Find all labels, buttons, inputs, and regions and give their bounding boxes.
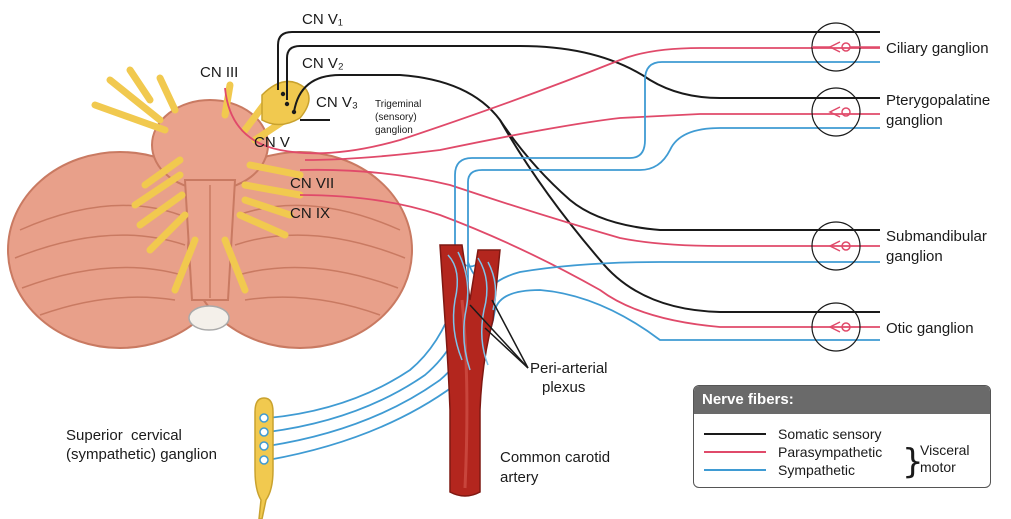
label-common-carotid-1: Common carotid <box>500 449 610 466</box>
label-pterygopalatine-2: ganglion <box>886 112 943 129</box>
legend-item-somatic: Somatic sensory <box>704 426 881 442</box>
superior-cervical-ganglion <box>255 398 273 519</box>
label-peri-arterial-1: Peri-arterial <box>530 360 608 377</box>
label-submandibular-1: Submandibular <box>886 228 987 245</box>
legend-visceral-motor: Visceral motor <box>920 442 982 476</box>
label-superior-cervical-2: (sympathetic) ganglion <box>66 446 217 463</box>
label-common-carotid-2: artery <box>500 469 539 486</box>
label-cn-ix: CN IX <box>290 205 330 222</box>
label-cn-v1: CN V₁ <box>302 11 343 28</box>
label-pterygopalatine-1: Pterygopalatine <box>886 92 990 109</box>
label-cn-v2: CN V₂ <box>302 55 344 72</box>
label-submandibular-2: ganglion <box>886 248 943 265</box>
label-cn-iii: CN III <box>200 64 238 81</box>
label-trigeminal-3: ganglion <box>375 125 413 136</box>
legend-title: Nerve fibers: <box>694 386 990 414</box>
label-cn-v3: CN V₃ <box>316 94 358 111</box>
brainstem-illustration <box>8 100 412 348</box>
legend-label-parasympathetic: Parasympathetic <box>778 444 882 460</box>
label-trigeminal-2: (sensory) <box>375 112 417 123</box>
label-cn-v: CN V <box>254 134 290 151</box>
label-peri-arterial-2: plexus <box>542 379 585 396</box>
ciliary-ganglion-symbol <box>812 23 880 71</box>
common-carotid-artery <box>440 245 500 496</box>
legend-item-sympathetic: Sympathetic <box>704 462 855 478</box>
legend-swatch-sympathetic <box>704 469 766 471</box>
legend-label-sympathetic: Sympathetic <box>778 462 855 478</box>
label-ciliary-ganglion: Ciliary ganglion <box>886 40 989 57</box>
label-superior-cervical-1: Superior cervical <box>66 427 182 444</box>
legend-item-parasympathetic: Parasympathetic <box>704 444 882 460</box>
label-trigeminal-1: Trigeminal <box>375 99 421 110</box>
legend-swatch-parasympathetic <box>704 451 766 453</box>
legend-swatch-somatic <box>704 433 766 435</box>
label-otic-ganglion: Otic ganglion <box>886 320 974 337</box>
legend-label-somatic: Somatic sensory <box>778 426 881 442</box>
label-cn-vii: CN VII <box>290 175 334 192</box>
